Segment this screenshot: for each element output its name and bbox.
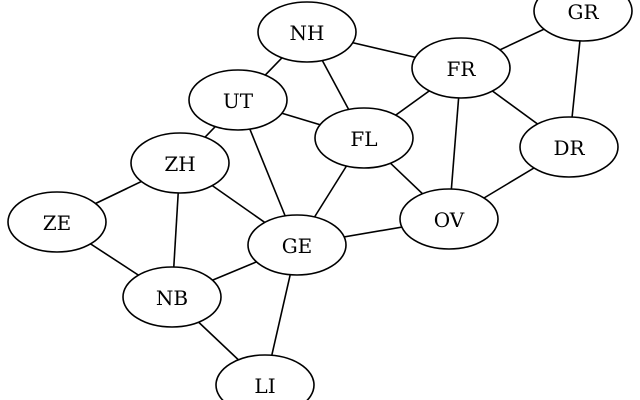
node-nh: NH xyxy=(257,1,357,63)
node-ellipse xyxy=(215,354,315,400)
node-ellipse xyxy=(411,37,511,99)
node-ellipse xyxy=(7,191,107,253)
node-ellipse xyxy=(519,116,619,178)
node-label: FL xyxy=(350,127,377,151)
node-ellipse xyxy=(188,69,288,131)
node-label: ZE xyxy=(43,211,72,235)
node-ellipse xyxy=(314,107,414,169)
node-li: LI xyxy=(215,354,315,400)
node-label: GE xyxy=(282,234,313,258)
node-ut: UT xyxy=(188,69,288,131)
node-label: FR xyxy=(447,57,477,81)
node-ellipse xyxy=(257,1,357,63)
node-nb: NB xyxy=(122,266,222,328)
node-fl: FL xyxy=(314,107,414,169)
nodes-layer: NH GR FR UT FL DR ZH OV ZE GE NB LI xyxy=(7,0,633,400)
node-label: UT xyxy=(223,89,254,113)
node-ellipse xyxy=(247,214,347,276)
node-gr: GR xyxy=(533,0,633,42)
node-label: NB xyxy=(156,286,188,310)
node-ellipse xyxy=(122,266,222,328)
node-label: LI xyxy=(254,374,275,398)
node-zh: ZH xyxy=(130,132,230,194)
node-ellipse xyxy=(533,0,633,42)
node-label: GR xyxy=(567,0,599,24)
node-ellipse xyxy=(130,132,230,194)
node-dr: DR xyxy=(519,116,619,178)
node-label: OV xyxy=(434,208,465,232)
node-label: NH xyxy=(290,21,325,45)
node-ellipse xyxy=(399,188,499,250)
node-fr: FR xyxy=(411,37,511,99)
node-label: ZH xyxy=(164,152,195,176)
node-ge: GE xyxy=(247,214,347,276)
node-label: DR xyxy=(553,136,585,160)
node-ze: ZE xyxy=(7,191,107,253)
node-ov: OV xyxy=(399,188,499,250)
